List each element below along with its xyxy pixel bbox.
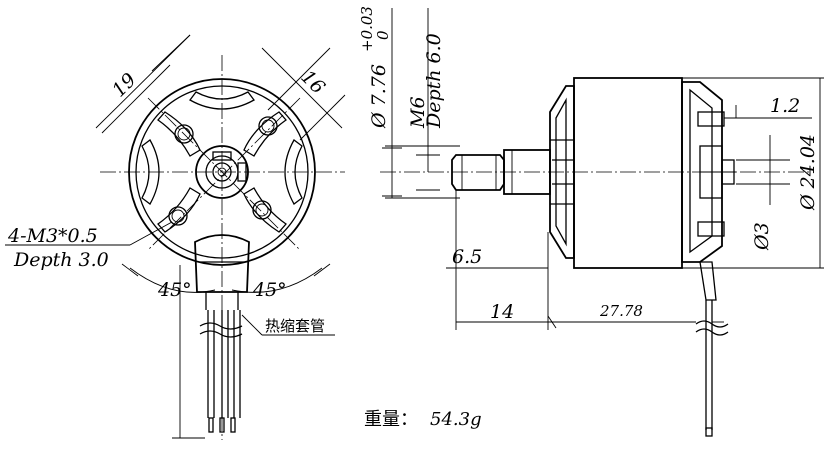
shaft-tol-lower: 0 bbox=[374, 30, 392, 40]
weight-label: 重量： bbox=[364, 409, 418, 430]
sleeve-label: 热缩套管 bbox=[265, 317, 325, 335]
weight-note: 重量： 54.3g bbox=[364, 409, 482, 430]
shaft-tol-upper: +0.03 bbox=[358, 6, 376, 52]
angle-right: 45° bbox=[252, 279, 287, 301]
thread-note: 4-M3*0.5 bbox=[7, 225, 98, 247]
side-view: Ø 7.76 +0.03 0 M6 Depth 6.0 1.2 Ø3 Ø 24.… bbox=[358, 6, 824, 437]
motor-outer-circle bbox=[128, 78, 316, 266]
mounting-holes bbox=[168, 116, 278, 226]
depth-note: Depth 3.0 bbox=[13, 249, 109, 271]
dim-dia24: Ø 24.04 bbox=[797, 134, 819, 211]
lead-wires bbox=[199, 310, 243, 433]
dim-6-5: 6.5 bbox=[452, 246, 482, 268]
dim-27-78: 27.78 bbox=[599, 302, 643, 320]
weight-value: 54.3g bbox=[430, 409, 482, 430]
front-view: 19 16 4-M3*0.5 Depth 3.0 45° 45° 热缩套管 bbox=[5, 34, 346, 440]
thread-m6: M6 bbox=[407, 96, 429, 129]
angle-left: 45° bbox=[157, 279, 192, 301]
spoke-cutouts bbox=[141, 91, 303, 233]
shaft-dia: Ø 7.76 bbox=[368, 64, 390, 129]
dim-14: 14 bbox=[490, 301, 514, 323]
center-shaft bbox=[195, 145, 249, 199]
dim-19: 19 bbox=[108, 69, 141, 102]
dim-dia3: Ø3 bbox=[751, 222, 773, 251]
thread-depth: Depth 6.0 bbox=[423, 33, 445, 129]
dim-1-2: 1.2 bbox=[770, 95, 800, 117]
dim-16: 16 bbox=[296, 66, 329, 99]
